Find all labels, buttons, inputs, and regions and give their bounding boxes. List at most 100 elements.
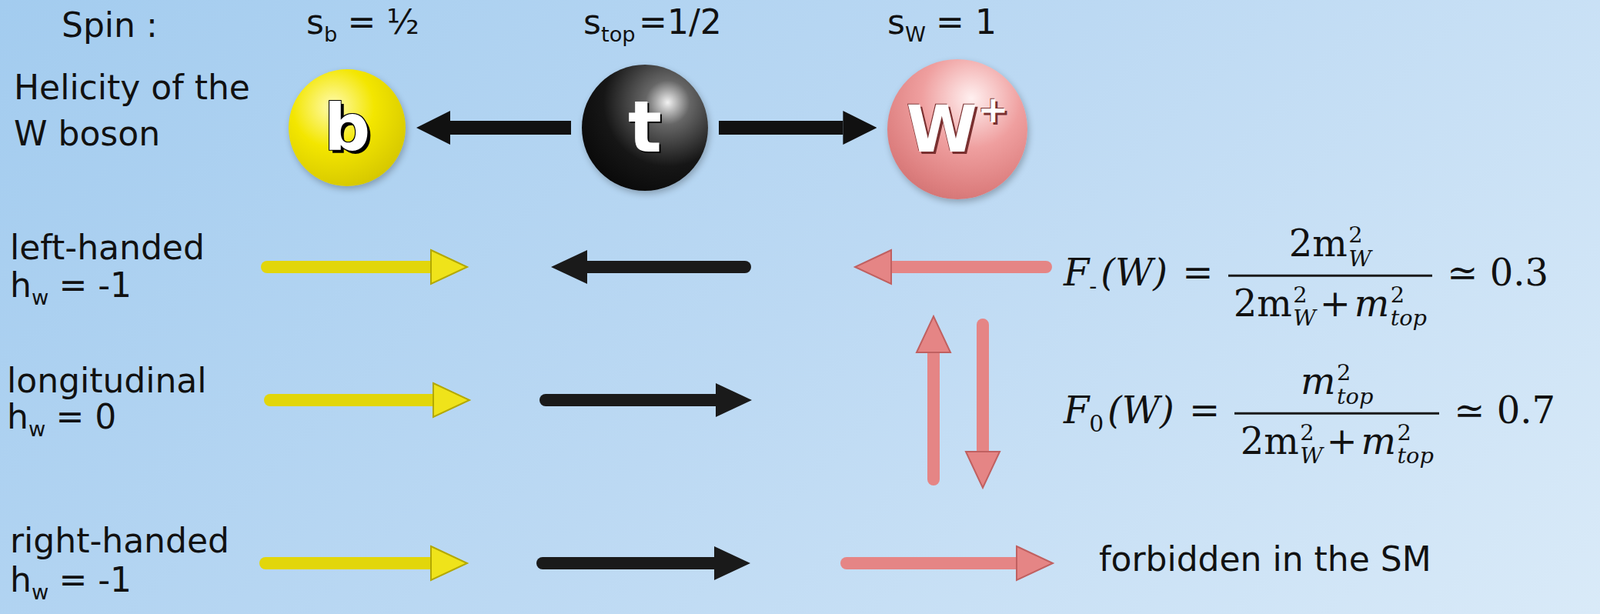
label-text: w — [28, 417, 46, 442]
label-text: forbidden in the SM — [1098, 539, 1432, 579]
helicity-arrow — [846, 546, 1053, 581]
label-text: = 1 — [935, 2, 997, 42]
helicity-value: hw = 0 — [6, 397, 117, 443]
label-text: W — [1348, 246, 1372, 270]
denominator: 2m2W+m2top — [1228, 274, 1433, 331]
label-text: (W) — [1100, 250, 1168, 294]
label-text: = — [1189, 388, 1220, 432]
arrow-shaft — [583, 260, 745, 274]
arrow-shaft — [976, 324, 989, 456]
label-text: ≃ 0.7 — [1453, 388, 1556, 432]
label-text: W — [1299, 444, 1323, 468]
note-label: forbidden in the SM — [1098, 539, 1432, 581]
label-text: Helicity of the W boson — [13, 67, 251, 154]
arrow-shaft — [270, 394, 438, 407]
label-text: + — [1326, 419, 1358, 463]
label-text: - — [1088, 272, 1097, 300]
charge-sign: + — [977, 90, 1009, 128]
spin-label: sb = ½ — [306, 2, 420, 48]
label-text: F — [1063, 250, 1089, 294]
helicity-name: longitudinal — [6, 360, 208, 402]
decay-arrow — [450, 120, 572, 135]
label-text: h — [6, 397, 29, 437]
label-text: 2 — [1397, 420, 1434, 445]
label-text: + — [1319, 281, 1351, 325]
label-text: m — [1354, 281, 1390, 325]
label-text: 2 — [1348, 223, 1372, 247]
fraction: m2top2m2W+m2top — [1234, 359, 1440, 468]
label-text: 2 — [1292, 283, 1317, 307]
arrow-shaft — [545, 394, 720, 407]
helicity-arrow — [267, 250, 468, 284]
fraction: 2m2W2m2W+m2top — [1228, 221, 1433, 330]
label-text: s — [306, 2, 325, 42]
label-text: 2 — [1390, 283, 1427, 307]
fraction-formula: F0(W)=m2top2m2W+m2top≃ 0.7 — [1063, 359, 1556, 468]
label-text: 2m — [1240, 419, 1300, 463]
arrow-head — [430, 250, 468, 284]
particle-symbol: b — [324, 95, 371, 161]
arrow-head — [430, 546, 468, 581]
label-text: top — [1397, 444, 1434, 468]
arrow-head — [855, 250, 892, 284]
label-text: s — [887, 2, 906, 42]
helicity-arrow — [916, 316, 951, 480]
label-text: F — [1063, 388, 1089, 432]
label-text: 0 — [1088, 410, 1104, 438]
helicity-name: left-handed — [10, 227, 205, 269]
helicity-arrow — [265, 546, 468, 581]
helicity-arrow — [855, 250, 1046, 284]
label-text: top — [1336, 384, 1373, 408]
label-text: = -1 — [58, 265, 132, 305]
label-text: = -1 — [58, 560, 132, 600]
label-text: top — [1390, 306, 1427, 330]
label-text: top — [601, 23, 636, 47]
arrow-shaft — [267, 260, 435, 274]
quark-b-circle: b — [288, 69, 406, 187]
label-text: left-handed — [10, 227, 205, 268]
spin-heading: Spin : — [61, 5, 158, 47]
arrow-head — [1016, 546, 1053, 581]
index-stack: 2top — [1397, 420, 1434, 468]
label-text: = ½ — [347, 2, 420, 42]
index-stack: 2W — [1292, 283, 1317, 330]
label-text: w — [31, 286, 49, 311]
spin-label: sW = 1 — [887, 2, 997, 48]
label-text: 2m — [1233, 281, 1293, 325]
label-text: W — [905, 23, 926, 47]
label-text: h — [10, 560, 32, 600]
arrow-shaft — [265, 557, 435, 570]
label-text: longitudinal — [6, 360, 208, 401]
arrow-shaft — [927, 348, 940, 480]
helicity-name: right-handed — [10, 521, 230, 562]
quark-top-circle: t — [581, 64, 709, 191]
label-text: = — [1182, 250, 1213, 294]
particle-symbol: W — [906, 96, 979, 162]
arrow-head — [433, 383, 470, 418]
label-text: W — [1292, 306, 1317, 330]
arrow-head — [965, 451, 1000, 488]
helicity-arrow — [545, 383, 752, 418]
label-text: b — [324, 23, 338, 47]
label-text: (W) — [1107, 388, 1175, 432]
label-text: 2 — [1336, 360, 1373, 385]
helicity-arrow — [965, 324, 1000, 488]
label-text: h — [10, 265, 32, 305]
helicity-heading: Helicity of the W boson — [13, 64, 280, 157]
arrow-shaft — [846, 557, 1021, 570]
index-stack: 2W — [1348, 223, 1372, 270]
label-text: Spin : — [61, 5, 158, 45]
index-stack: 2top — [1336, 360, 1373, 408]
index-stack: 2top — [1390, 283, 1427, 330]
label-text: = 0 — [55, 397, 117, 437]
arrow-shaft — [887, 260, 1046, 274]
label-text: right-handed — [10, 521, 230, 561]
helicity-value: hw= -1 — [10, 560, 132, 606]
arrow-head — [714, 546, 751, 581]
spin-label: stop=1/2 — [583, 2, 722, 48]
helicity-arrow — [551, 250, 745, 284]
numerator: m2top — [1295, 359, 1380, 413]
denominator: 2m2W+m2top — [1234, 412, 1440, 468]
arrow-head — [715, 383, 752, 418]
